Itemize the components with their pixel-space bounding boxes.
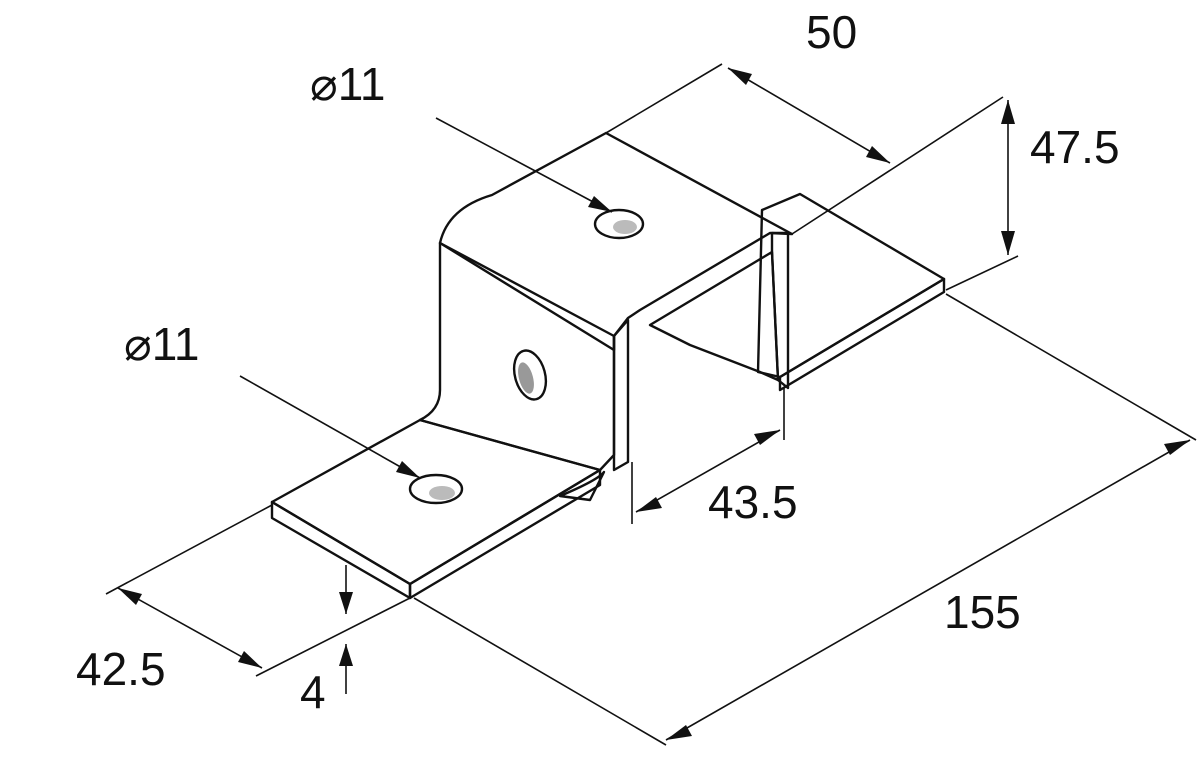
right-flange-edge [778, 277, 946, 392]
side-hole-inner [518, 362, 534, 394]
right-wall [770, 231, 790, 390]
dim-total-length: 155 [944, 586, 1021, 638]
top-hole [593, 208, 645, 240]
dim-height: 47.5 [1030, 121, 1120, 173]
dimension-labels: 50 47.5 ⌀11 ⌀11 43.5 155 42.5 4 [76, 6, 1120, 718]
dim-flange-length: 42.5 [76, 643, 166, 695]
right-flange-top [756, 192, 946, 379]
bracket-body [270, 131, 946, 600]
side-hole [512, 349, 548, 401]
left-flange-edge-front [270, 500, 412, 600]
top-hole-inner [613, 220, 637, 234]
left-wall [418, 241, 616, 472]
dimension-lines [105, 63, 1197, 746]
bottom-hole [408, 473, 464, 505]
dim-hole-bottom: ⌀11 [124, 318, 199, 370]
dim-thickness: 4 [300, 666, 326, 718]
bend-underside [558, 470, 606, 502]
dim-hole-top: ⌀11 [310, 58, 385, 110]
top-face [438, 131, 794, 352]
wall-thickness-edge [612, 318, 630, 472]
dim-width-top: 50 [806, 6, 857, 58]
dim-inner-width: 43.5 [708, 476, 798, 528]
channel-interior [648, 250, 780, 382]
left-flange-edge-side [408, 468, 602, 600]
bottom-hole-inner [429, 486, 455, 500]
